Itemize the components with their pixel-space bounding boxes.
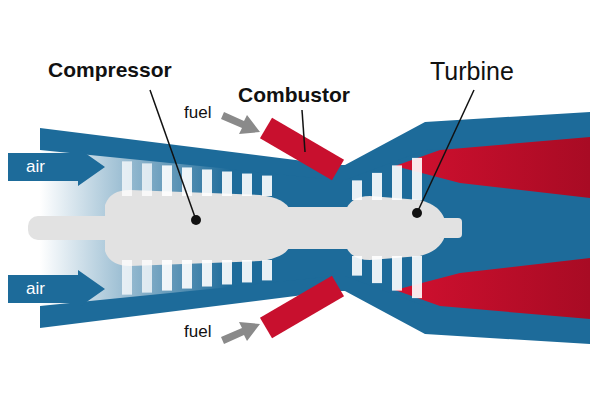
blade — [372, 173, 382, 200]
combustor-tube — [266, 128, 338, 170]
part-label: Turbine — [430, 57, 514, 86]
blade — [392, 256, 402, 291]
combustor-tube — [266, 286, 338, 328]
part-label: Combustor — [238, 83, 350, 107]
air-arrow: air — [8, 270, 105, 308]
blade — [202, 260, 212, 287]
air-label: air — [8, 270, 105, 308]
arrow-shape — [8, 270, 105, 308]
hot-gas — [395, 258, 590, 319]
air-label: air — [8, 148, 105, 186]
blade — [412, 256, 422, 298]
blade — [262, 176, 272, 196]
blades — [122, 158, 422, 298]
blade — [222, 260, 232, 284]
arrow-shape — [8, 148, 105, 186]
blade — [142, 260, 152, 293]
leader-dot — [191, 215, 201, 225]
blade — [352, 180, 362, 200]
blade — [122, 260, 132, 295]
blade — [162, 260, 172, 291]
fuel-label: fuel — [184, 322, 211, 342]
blade — [202, 169, 212, 196]
leader-dot — [412, 208, 422, 218]
engine-casing — [40, 112, 590, 344]
part-label: Compressor — [48, 58, 172, 82]
blade — [162, 165, 172, 196]
air-arrow: air — [8, 148, 105, 186]
blade — [122, 161, 132, 196]
blade — [352, 256, 362, 276]
blade — [222, 172, 232, 196]
blade — [182, 167, 192, 196]
blade — [142, 163, 152, 196]
arrow-body — [8, 270, 105, 308]
shaft — [28, 190, 462, 266]
blade — [242, 260, 252, 282]
fuel-arrow — [221, 112, 260, 344]
arrow-body — [8, 148, 105, 186]
blade — [242, 174, 252, 196]
fuel-label: fuel — [184, 103, 211, 123]
blade — [262, 260, 272, 280]
leader-line — [150, 90, 474, 220]
hot-gas — [395, 137, 590, 198]
blade — [372, 256, 382, 283]
blade — [182, 260, 192, 289]
blade — [412, 158, 422, 200]
blade — [392, 165, 402, 200]
